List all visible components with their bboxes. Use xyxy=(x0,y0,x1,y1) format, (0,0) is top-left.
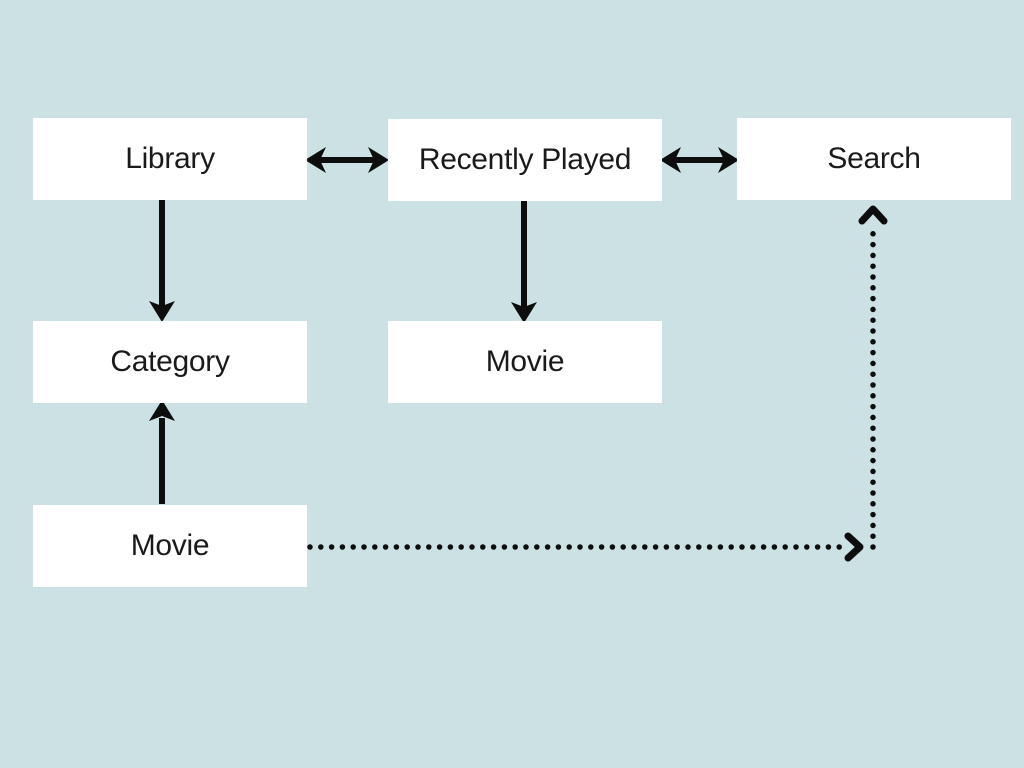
arrow-movie-search-dotted xyxy=(307,205,888,562)
node-category-label: Category xyxy=(110,345,230,378)
node-recently-played-label: Recently Played xyxy=(418,143,632,176)
node-library: Library xyxy=(33,118,307,200)
node-movie-bottom-label: Movie xyxy=(130,529,210,562)
arrow-library-category xyxy=(149,200,175,322)
arrow-recently-played-search xyxy=(660,147,739,173)
node-movie-center-label: Movie xyxy=(485,345,565,378)
node-movie-bottom: Movie xyxy=(33,505,307,587)
node-category: Category xyxy=(33,321,307,403)
arrow-recently-played-movie xyxy=(511,201,537,323)
arrow-movie-category xyxy=(149,400,175,504)
arrow-library-recently-played xyxy=(305,147,389,173)
node-search-label: Search xyxy=(827,142,921,175)
node-search: Search xyxy=(737,118,1011,200)
node-recently-played: Recently Played xyxy=(388,119,662,201)
node-library-label: Library xyxy=(125,142,215,175)
node-movie-center: Movie xyxy=(388,321,662,403)
